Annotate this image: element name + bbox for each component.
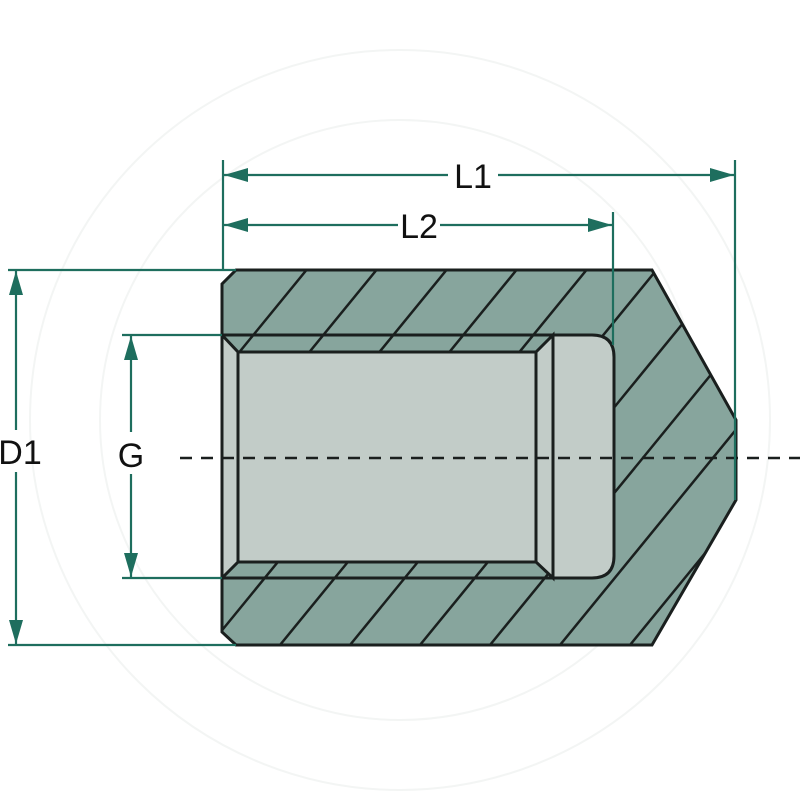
label-g: G	[118, 437, 144, 475]
dimension-d1: D1	[0, 271, 42, 644]
thread-runout	[534, 331, 555, 582]
undercut-groove	[551, 333, 616, 580]
dimension-g: G	[118, 336, 144, 577]
dimension-l2: L2	[224, 208, 612, 246]
label-d1: D1	[0, 434, 42, 472]
dimension-lines	[8, 160, 737, 647]
thread-core	[236, 350, 538, 564]
entry-chamfer	[220, 331, 240, 582]
dimension-l1: L1	[224, 158, 734, 196]
label-l1: L1	[454, 158, 492, 196]
threaded-bore	[220, 331, 616, 582]
label-l2: L2	[400, 208, 438, 246]
